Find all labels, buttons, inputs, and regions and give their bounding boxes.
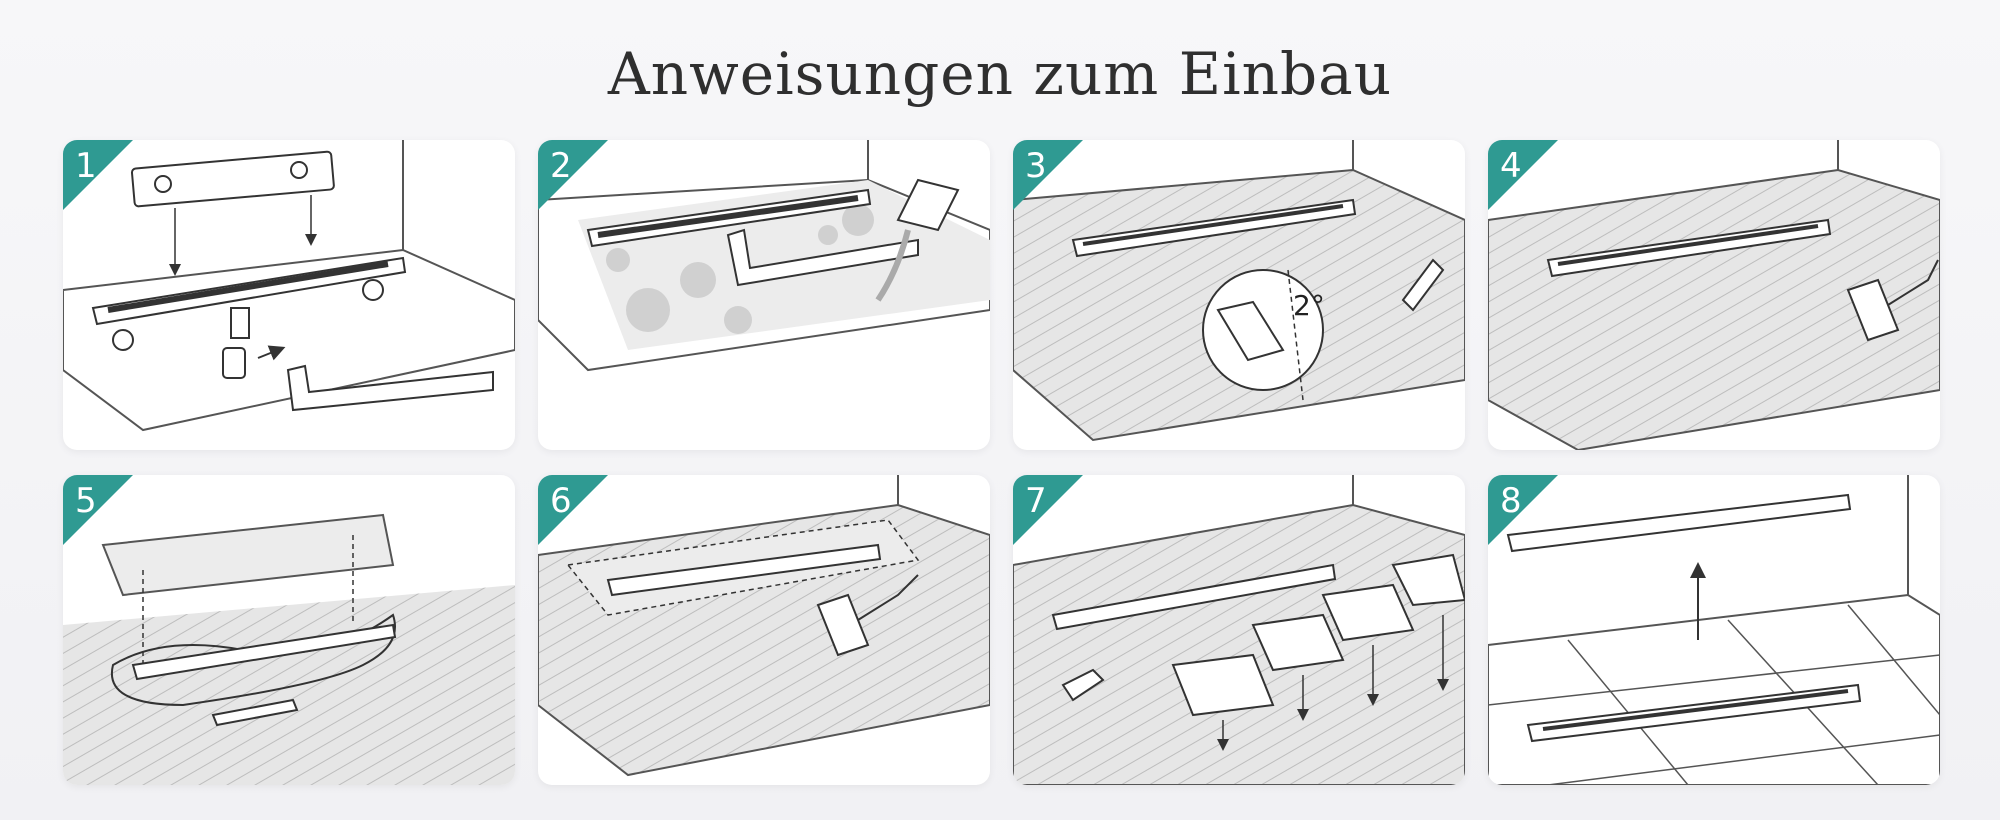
step-4-illustration — [1488, 140, 1940, 450]
step-7-panel: 7 — [1013, 475, 1465, 785]
step-7-illustration — [1013, 475, 1465, 785]
page-title: Anweisungen zum Einbau — [607, 40, 1393, 108]
spirit-level-icon — [130, 150, 335, 208]
drain-channel-icon — [1051, 563, 1337, 631]
drain-grate-icon — [1506, 493, 1852, 553]
step-4-panel: 4 — [1488, 140, 1940, 450]
sealing-tape-icon — [101, 513, 395, 597]
step-number: 2 — [550, 146, 572, 186]
drain-channel-icon — [606, 543, 882, 597]
trowel-icon — [1061, 668, 1105, 702]
step-5-panel: 5 — [63, 475, 515, 785]
tile-icon — [1251, 613, 1345, 672]
step-6-panel: 6 — [538, 475, 990, 785]
sealant-tube-icon — [211, 698, 299, 727]
step-3-illustration: 2° — [1013, 140, 1465, 442]
step-5-illustration — [63, 513, 515, 785]
bucket-icon — [896, 178, 960, 232]
step-3-panel: 2° 3 — [1013, 140, 1465, 450]
step-number: 5 — [75, 481, 97, 521]
step-number: 1 — [75, 146, 97, 186]
pipe-icon — [286, 364, 494, 412]
step-number: 7 — [1025, 481, 1047, 521]
step-1-illustration — [63, 140, 515, 432]
step-2-illustration — [538, 140, 990, 372]
step-6-illustration — [538, 475, 990, 777]
paint-roller-icon — [816, 593, 870, 657]
step-8-illustration — [1488, 475, 1940, 785]
step-number: 3 — [1025, 146, 1047, 186]
step-number: 6 — [550, 481, 572, 521]
tile-icon — [1171, 653, 1275, 717]
slope-angle-label: 2° — [1293, 289, 1325, 322]
tile-icon — [1391, 553, 1465, 607]
step-number: 8 — [1500, 481, 1522, 521]
paint-roller-icon — [1846, 278, 1900, 342]
tile-icon — [1321, 583, 1415, 642]
drain-channel-icon — [131, 623, 397, 681]
step-number: 4 — [1500, 146, 1522, 186]
trowel-icon — [1401, 258, 1445, 312]
pipe-icon — [726, 228, 919, 287]
step-2-panel: 2 — [538, 140, 990, 450]
step-8-panel: 8 — [1488, 475, 1940, 785]
step-1-panel: 1 — [63, 140, 515, 450]
